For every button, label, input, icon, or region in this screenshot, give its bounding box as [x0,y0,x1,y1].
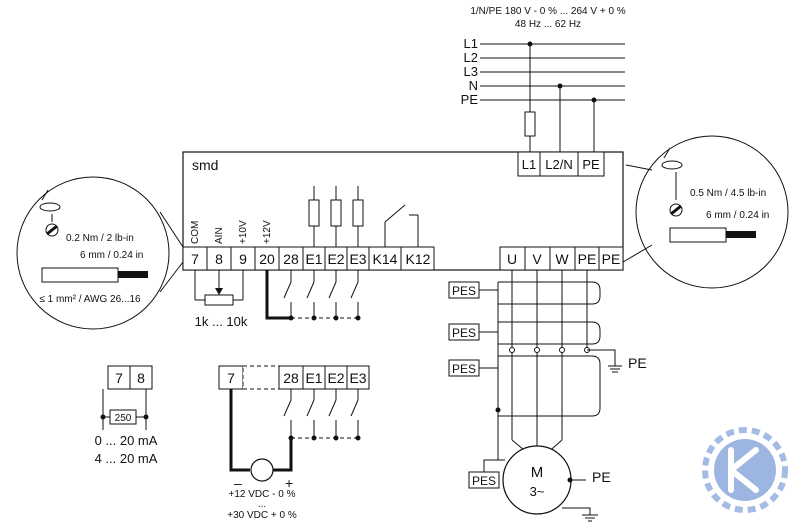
left-strip: 6 mm / 0.24 in [80,250,143,261]
supply-line-l3: L3 [464,64,478,79]
left-wire: ≤ 1 mm² / AWG 26...16 [39,294,141,305]
supply-line-n: N [469,78,478,93]
ci-resistor: 250 [115,413,132,424]
callout-left: 0.2 Nm / 2 lb-in 6 mm / 0.24 in ≤ 1 mm² … [16,176,184,330]
motor-terminal-pe2: PE [602,251,621,267]
es-line1: +12 VDC - 0 % [229,489,296,500]
motor: M 3~ PE [502,445,611,522]
left-torque: 0.2 Nm / 2 lb-in [66,233,134,244]
shield-label-2: PES [452,326,476,340]
motor-phase: 3~ [530,484,545,499]
es-plus: + [285,475,293,491]
terminal-e1: E1 [305,251,322,267]
mains-terminal-l1: L1 [522,157,536,172]
callout-right: 0.5 Nm / 4.5 lb-in 6 mm / 0.24 in [622,135,789,289]
es-terminal-e1: E1 [305,370,322,386]
label-10v: +10V [238,220,249,244]
supply-network: 1/N/PE 180 V - 0 % ... 264 V + 0 % 48 Hz… [461,6,626,152]
es-terminal-e3: E3 [349,370,366,386]
mains-terminal-strip: L1 L2/N PE [517,151,605,177]
terminal-9: 9 [239,251,247,267]
right-strip: 6 mm / 0.24 in [706,210,769,221]
supply-line-l1: L1 [464,36,478,51]
label-ain: AIN [214,227,225,244]
ci-terminal-7: 7 [115,370,123,386]
current-input-section: 7 8 250 0 ... 20 mA 4 ... 20 mA [95,365,158,466]
terminal-7: 7 [191,251,199,267]
ci-range1: 0 ... 20 mA [95,433,158,448]
terminal-8: 8 [215,251,223,267]
motor-terminal-pe1: PE [578,251,597,267]
mains-terminal-l2n: L2/N [545,157,572,172]
drive-name: smd [192,157,218,173]
motor-terminal-strip: U V W PE PE [499,246,624,271]
es-line2: ... [258,499,266,510]
potentiometer: 1k ... 10k [194,270,248,329]
terminal-e2: E2 [327,251,344,267]
terminal-e3: E3 [349,251,366,267]
motor-label: M [531,464,544,481]
fuse-icon [524,111,536,137]
motor-terminal-v: V [532,251,542,267]
right-torque: 0.5 Nm / 4.5 lb-in [690,188,766,199]
motor-pe-label: PE [592,469,611,485]
es-terminal-28: 28 [283,370,299,386]
ci-terminal-8: 8 [137,370,145,386]
supply-line-l2: L2 [464,50,478,65]
label-com: COM [190,221,201,244]
motor-terminal-w: W [555,251,569,267]
terminal-k14: K14 [373,251,398,267]
supply-line-pe: PE [461,92,479,107]
es-terminal-e2: E2 [327,370,344,386]
digital-input-switches [265,270,361,321]
shield-label-3: PES [452,362,476,376]
es-line3: +30 VDC + 0 % [227,510,297,521]
ci-range2: 4 ... 20 mA [95,451,158,466]
mains-terminal-pe: PE [582,157,600,172]
supply-spec-line2: 48 Hz ... 62 Hz [515,19,581,30]
label-12v: +12V [262,220,273,244]
external-supply-section: 7 28 E1 E2 E3 – + +12 VDC - 0 % ... +30 … [218,365,370,521]
input-resistors [308,186,364,247]
shield-label-1: PES [452,284,476,298]
es-minus: – [234,475,242,491]
relay-contact [384,204,419,247]
terminal-20: 20 [259,251,275,267]
es-terminal-7: 7 [227,370,235,386]
dc-source-icon [250,458,274,482]
pot-range: 1k ... 10k [195,314,248,329]
shield-label-4: PES [472,474,496,488]
motor-terminal-u: U [507,251,517,267]
motor-cable: PE PES PES PES PES [448,270,647,489]
supply-spec-line1: 1/N/PE 180 V - 0 % ... 264 V + 0 % [470,6,625,17]
ground-label: PE [628,355,647,371]
terminal-k12: K12 [406,251,431,267]
logo [702,427,788,513]
terminal-28: 28 [283,251,299,267]
